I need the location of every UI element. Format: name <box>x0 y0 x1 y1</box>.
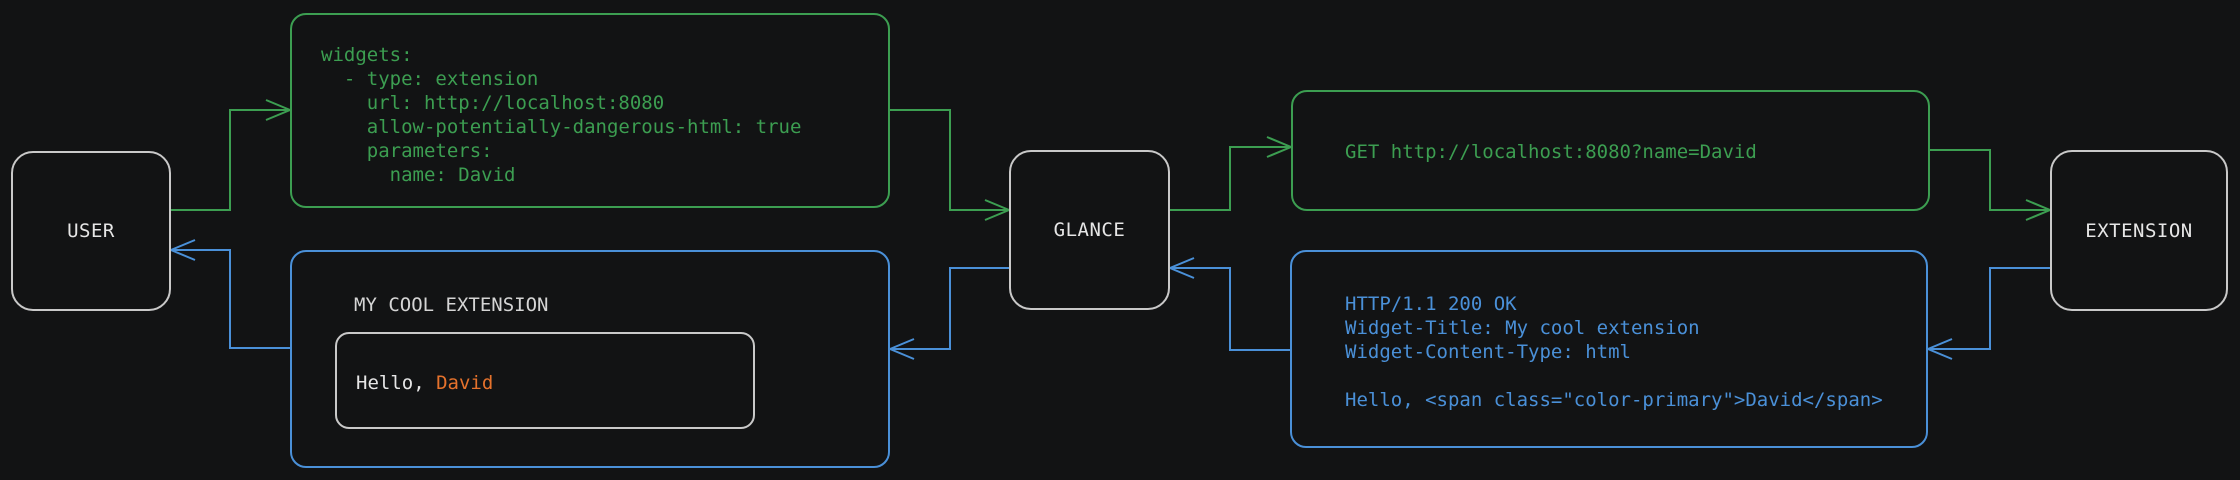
edge-widget-to-user <box>168 239 290 349</box>
http-request-code: GET http://localhost:8080?name=David <box>1345 141 1757 163</box>
greeting-name: David <box>436 372 494 394</box>
edge-response-to-glance <box>1167 257 1290 351</box>
greeting-prefix: Hello, <box>356 372 437 394</box>
edge-config-to-glance <box>890 109 1012 221</box>
node-glance: GLANCE <box>1009 150 1170 310</box>
edge-request-to-extension <box>1930 149 2053 221</box>
edge-glance-to-widget <box>887 267 1009 360</box>
rendered-widget-box: MY COOL EXTENSION Hello, David <box>290 250 890 468</box>
edge-extension-to-response <box>1925 267 2050 360</box>
yaml-config-code: widgets: - type: extension url: http://l… <box>321 44 802 186</box>
http-response-code: HTTP/1.1 200 OK Widget-Title: My cool ex… <box>1345 293 1883 411</box>
widget-title: MY COOL EXTENSION <box>354 294 549 316</box>
yaml-config-box: widgets: - type: extension url: http://l… <box>290 13 890 208</box>
node-extension-label: EXTENSION <box>2085 219 2193 242</box>
widget-greeting: Hello, David <box>356 371 493 395</box>
widget-content-frame: Hello, David <box>335 332 755 429</box>
node-extension: EXTENSION <box>2050 150 2228 311</box>
http-request-box: GET http://localhost:8080?name=David <box>1291 90 1930 211</box>
edge-glance-to-request <box>1170 136 1294 211</box>
node-user-label: USER <box>67 220 115 242</box>
node-user: USER <box>11 151 171 311</box>
edge-user-to-config <box>171 99 293 211</box>
node-glance-label: GLANCE <box>1053 219 1126 241</box>
http-response-box: HTTP/1.1 200 OK Widget-Title: My cool ex… <box>1290 250 1928 448</box>
